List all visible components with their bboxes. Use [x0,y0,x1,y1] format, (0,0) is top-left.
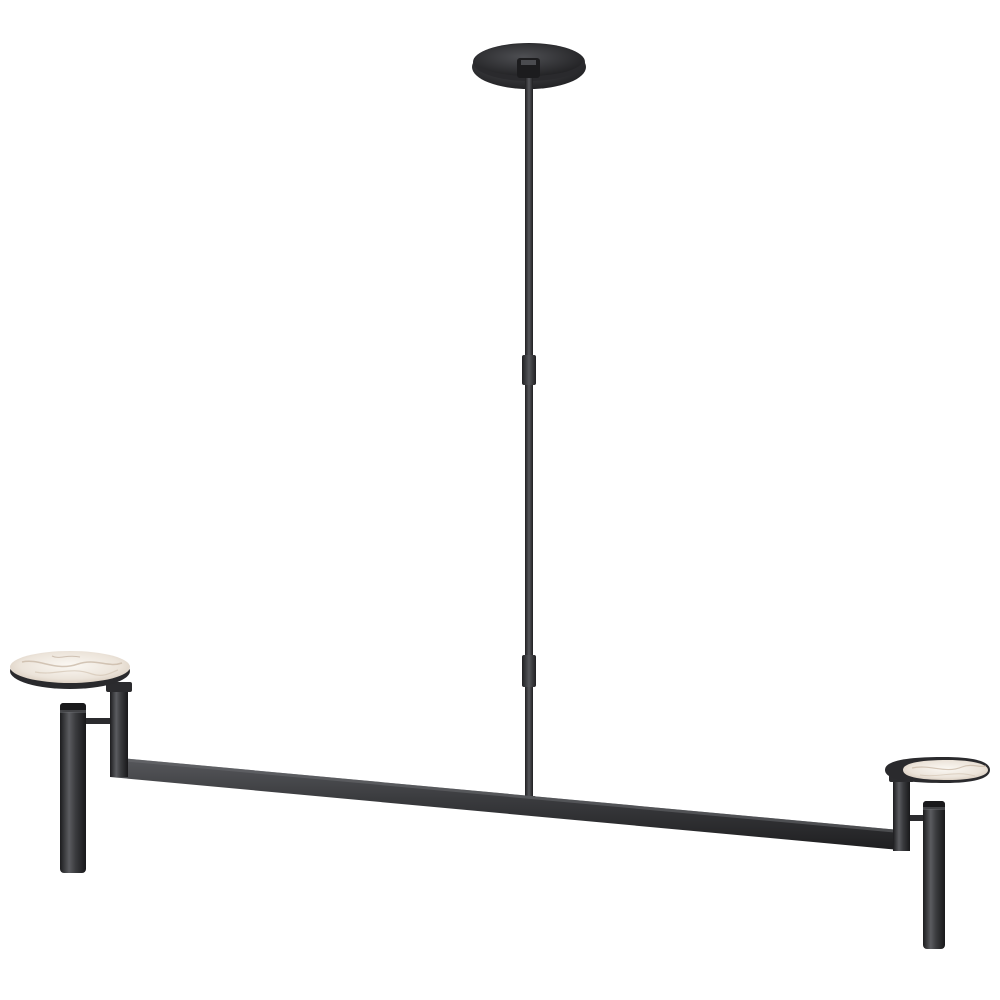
left-arm-riser [84,682,132,777]
ceiling-canopy [472,43,586,89]
vertical-stem-rod [520,78,536,812]
right-alabaster-shade [885,757,990,783]
horizontal-crossbar-arm [110,757,910,851]
left-alabaster-shade [10,651,130,689]
right-cylinder-body [923,801,945,949]
right-arm-riser [889,772,926,851]
left-cylinder-body [60,703,86,873]
